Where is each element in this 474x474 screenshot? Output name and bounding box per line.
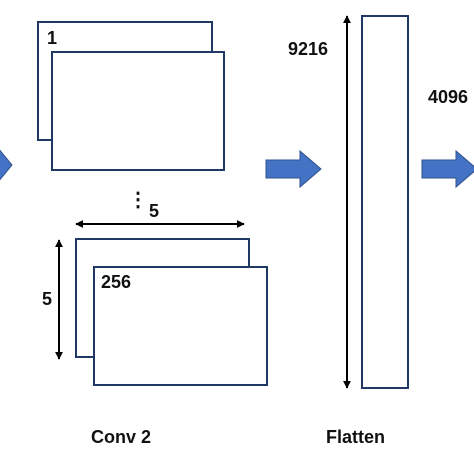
- dense-size-label: 4096: [428, 87, 469, 107]
- feature-map-256-label: 256: [101, 272, 132, 292]
- ellipsis-marker: ⋮: [128, 189, 148, 211]
- flatten-size-label: 9216: [288, 39, 329, 59]
- flatten-vector: [361, 15, 409, 389]
- height-dimension-label: 5: [42, 289, 53, 309]
- feature-map-1-front: [51, 51, 225, 171]
- width-dimension-label: 5: [149, 201, 160, 221]
- flatten-arrow-icon: [265, 149, 322, 189]
- feature-map-256-front: [93, 266, 268, 386]
- dense-arrow-icon: [421, 149, 474, 189]
- conv-caption: Conv 2: [91, 427, 152, 447]
- input-arrow-icon: [0, 149, 13, 181]
- flatten-caption: Flatten: [326, 427, 386, 447]
- feature-map-1-label: 1: [47, 28, 58, 48]
